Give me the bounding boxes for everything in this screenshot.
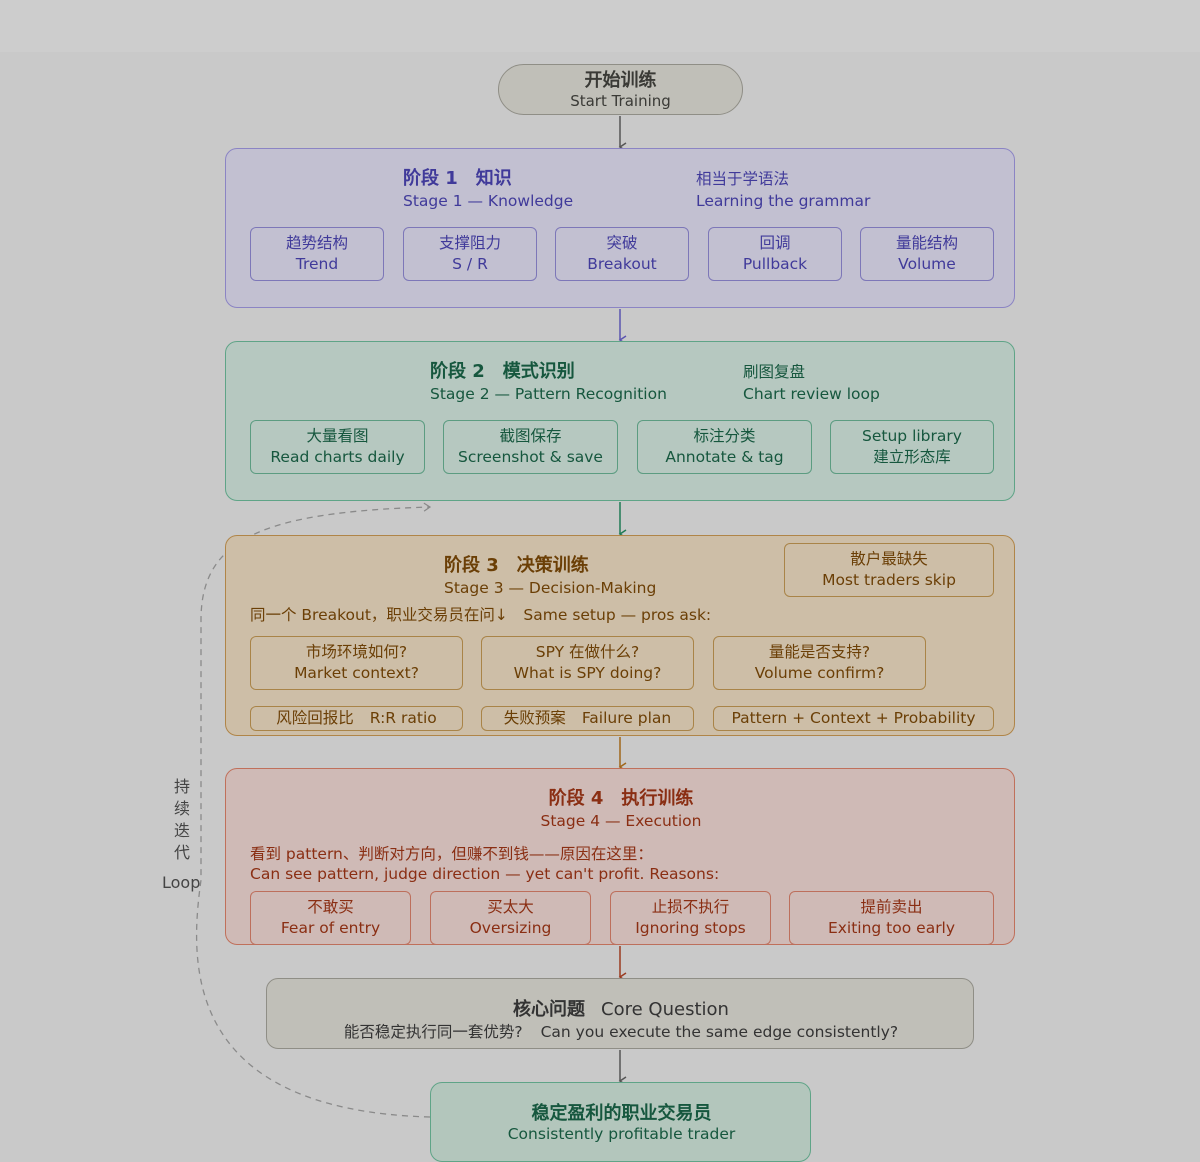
question-en: What is SPY doing?	[513, 664, 662, 682]
stage1-item-pullback: 回调 Pullback	[708, 227, 842, 281]
extra-text: Pattern + Context + Probability	[731, 709, 976, 727]
loop-char: 迭	[173, 821, 190, 840]
stage1-title: 阶段 1 知识	[403, 168, 512, 189]
stage3-extra-formula: Pattern + Context + Probability	[713, 706, 994, 731]
item-zh: 大量看图	[306, 427, 369, 445]
item-en: Pullback	[742, 255, 808, 273]
core-question-zh: 能否稳定执行同一套优势?	[343, 1023, 523, 1041]
stage1-subtitle: Stage 1 — Knowledge	[403, 192, 574, 210]
stage1-item-breakout: 突破 Breakout	[555, 227, 689, 281]
core-question-en: Can you execute the same edge consistent…	[540, 1023, 899, 1041]
item-zh: 突破	[606, 234, 638, 252]
stage4-item-oversizing: 买太大 Oversizing	[430, 891, 591, 945]
stage4-panel: 阶段 4 执行训练 Stage 4 — Execution 看到 pattern…	[225, 768, 1015, 945]
item-en: Oversizing	[469, 919, 552, 937]
question-zh: 市场环境如何?	[305, 643, 408, 661]
question-zh: SPY 在做什么?	[535, 643, 640, 661]
stage3-question-line: 同一个 Breakout，职业交易员在问↓ Same setup — pros …	[250, 606, 712, 624]
stage2-item-screenshot: 截图保存 Screenshot & save	[443, 420, 618, 474]
item-en: Read charts daily	[270, 448, 405, 466]
item-zh: 支撑阻力	[438, 234, 501, 252]
item-zh: 量能结构	[895, 234, 958, 252]
question-en: Volume confirm?	[754, 664, 885, 682]
stage4-title: 阶段 4 执行训练	[548, 788, 694, 809]
stage3-callout: 散户最缺失 Most traders skip	[784, 543, 994, 597]
callout-en: Most traders skip	[822, 571, 956, 589]
stage3-title: 阶段 3 决策训练	[444, 555, 589, 576]
callout-zh: 散户最缺失	[850, 550, 928, 568]
item-zh: 标注分类	[693, 427, 756, 445]
item-en: Annotate & tag	[665, 448, 784, 466]
stage1-note-en: Learning the grammar	[696, 192, 871, 210]
loop-char: 持	[173, 777, 190, 796]
loop-label-en: Loop	[162, 873, 201, 892]
question-en: Market context?	[294, 664, 419, 682]
item-en: S / R	[452, 255, 488, 273]
stage1-item-sr: 支撑阻力 S / R	[403, 227, 537, 281]
final-label-en: Consistently profitable trader	[507, 1125, 736, 1143]
start-label-en: Start Training	[570, 91, 671, 110]
stage3-question-market: 市场环境如何? Market context?	[250, 636, 463, 690]
item-zh: 提前卖出	[860, 898, 923, 916]
loop-char: 续	[173, 799, 190, 818]
stage1-note-zh: 相当于学语法	[696, 170, 790, 188]
stage2-note-en: Chart review loop	[743, 385, 880, 403]
stage4-item-fear: 不敢买 Fear of entry	[250, 891, 411, 945]
stage3-extra-failure-plan: 失败预案 Failure plan	[481, 706, 694, 731]
item-line1: Setup library	[862, 427, 962, 445]
item-en: Ignoring stops	[635, 919, 746, 937]
extra-zh: 风险回报比	[276, 709, 354, 727]
stage4-subtitle: Stage 4 — Execution	[540, 812, 702, 830]
core-question-panel: 核心问题 Core Question 能否稳定执行同一套优势? Can you ex…	[266, 978, 974, 1049]
stage2-panel: 阶段 2 模式识别 Stage 2 — Pattern Recognition …	[225, 341, 1015, 501]
item-zh: 买太大	[487, 898, 534, 916]
item-en: Screenshot & save	[458, 448, 603, 466]
item-zh: 截图保存	[499, 427, 562, 445]
stage2-item-read-charts: 大量看图 Read charts daily	[250, 420, 425, 474]
core-title-en: Core Question	[601, 999, 729, 1020]
item-line2: 建立形态库	[873, 448, 951, 466]
stage3-question-spy: SPY 在做什么? What is SPY doing?	[481, 636, 694, 690]
stage4-reason-zh: 看到 pattern、判断对方向，但赚不到钱——原因在这里：	[250, 845, 653, 863]
stage4-item-exit-early: 提前卖出 Exiting too early	[789, 891, 994, 945]
stage2-item-setup-library: Setup library 建立形态库	[830, 420, 994, 474]
stage4-item-stops: 止损不执行 Ignoring stops	[610, 891, 771, 945]
stage3-extra-rr: 风险回报比 R:R ratio	[250, 706, 463, 731]
stage4-reason-en: Can see pattern, judge direction — yet c…	[250, 865, 720, 883]
stage2-item-annotate: 标注分类 Annotate & tag	[637, 420, 812, 474]
final-node: 稳定盈利的职业交易员 Consistently profitable trade…	[430, 1082, 811, 1162]
top-band	[0, 0, 1200, 52]
loop-char: 代	[173, 843, 190, 862]
stage1-item-volume: 量能结构 Volume	[860, 227, 994, 281]
stage2-subtitle: Stage 2 — Pattern Recognition	[430, 385, 667, 403]
stage3-subtitle: Stage 3 — Decision-Making	[444, 579, 657, 597]
core-question: 能否稳定执行同一套优势? Can you execute the same edg…	[267, 1020, 975, 1042]
extra-en: R:R ratio	[369, 709, 437, 727]
core-title-zh: 核心问题	[513, 999, 586, 1020]
stage3-panel: 阶段 3 决策训练 Stage 3 — Decision-Making 散户最缺…	[225, 535, 1015, 736]
item-en: Fear of entry	[280, 919, 381, 937]
item-en: Trend	[295, 255, 339, 273]
item-en: Exiting too early	[827, 919, 956, 937]
stage1-item-trend: 趋势结构 Trend	[250, 227, 384, 281]
item-zh: 止损不执行	[651, 898, 730, 916]
stage2-title: 阶段 2 模式识别	[430, 361, 575, 382]
stage1-panel: 阶段 1 知识 Stage 1 — Knowledge 相当于学语法 Learn…	[225, 148, 1015, 308]
stage3-question-volume: 量能是否支持? Volume confirm?	[713, 636, 926, 690]
start-label-zh: 开始训练	[584, 69, 657, 91]
item-zh: 不敢买	[307, 898, 354, 916]
item-en: Volume	[898, 255, 956, 273]
start-node: 开始训练 Start Training	[498, 64, 743, 115]
loop-label-zh: 持 续 迭 代	[168, 776, 196, 864]
extra-en: Failure plan	[581, 709, 672, 727]
core-title: 核心问题 Core Question	[267, 995, 975, 1021]
extra-zh: 失败预案	[503, 709, 566, 727]
item-en: Breakout	[587, 255, 657, 273]
final-label-zh: 稳定盈利的职业交易员	[531, 1103, 712, 1124]
item-zh: 回调	[759, 234, 791, 252]
question-zh: 量能是否支持?	[768, 643, 871, 661]
stage2-note-zh: 刷图复盘	[743, 363, 806, 381]
item-zh: 趋势结构	[285, 234, 348, 252]
